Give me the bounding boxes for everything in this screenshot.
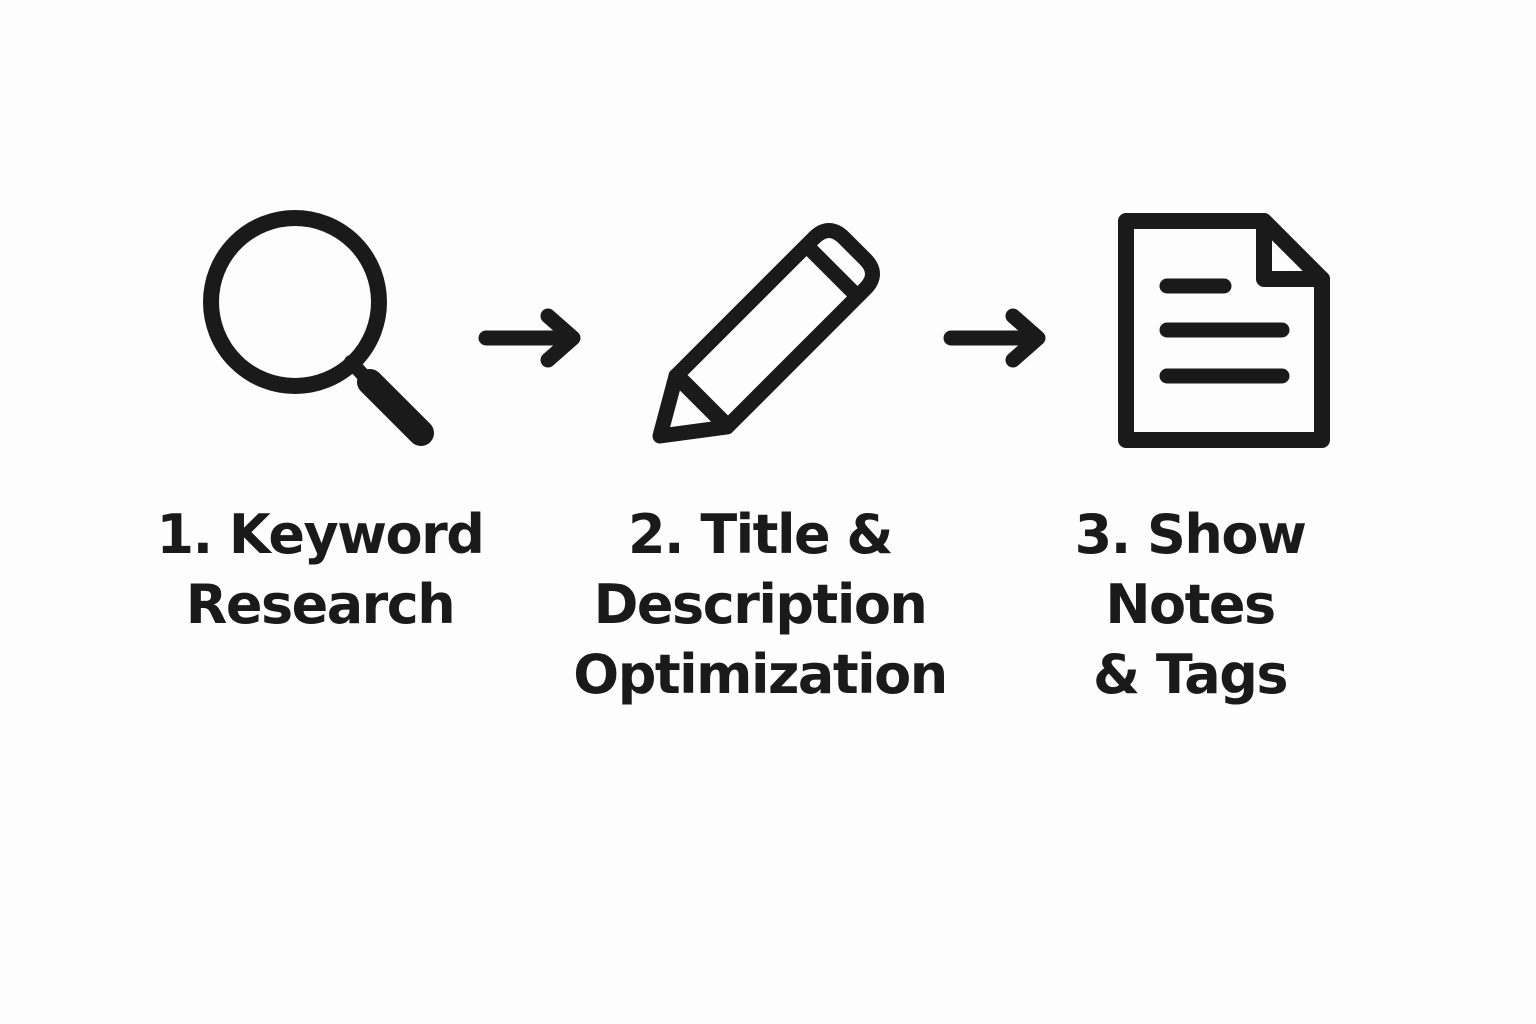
- step-3-label-line: Notes: [1105, 573, 1276, 636]
- step-3-label: 3. Show Notes & Tags: [980, 500, 1400, 710]
- arrow-right-icon: [943, 308, 1046, 368]
- document-icon: [1118, 213, 1330, 448]
- arrow-right-icon: [478, 308, 581, 368]
- pencil-icon: [652, 223, 880, 444]
- step-2-label-line: Description: [593, 573, 928, 636]
- step-1-label-line: Research: [185, 573, 456, 636]
- step-1-label: 1. Keyword Research: [110, 500, 530, 640]
- step-2-label-line: 2. Title &: [627, 503, 894, 566]
- step-2-label-line: Optimization: [573, 643, 948, 706]
- step-3-label-line: & Tags: [1092, 643, 1289, 706]
- step-1-label-line: 1. Keyword: [156, 503, 485, 566]
- step-3-label-line: 3. Show: [1074, 503, 1307, 566]
- step-2-label: 2. Title & Description Optimization: [550, 500, 970, 710]
- magnifying-glass-icon: [203, 210, 434, 446]
